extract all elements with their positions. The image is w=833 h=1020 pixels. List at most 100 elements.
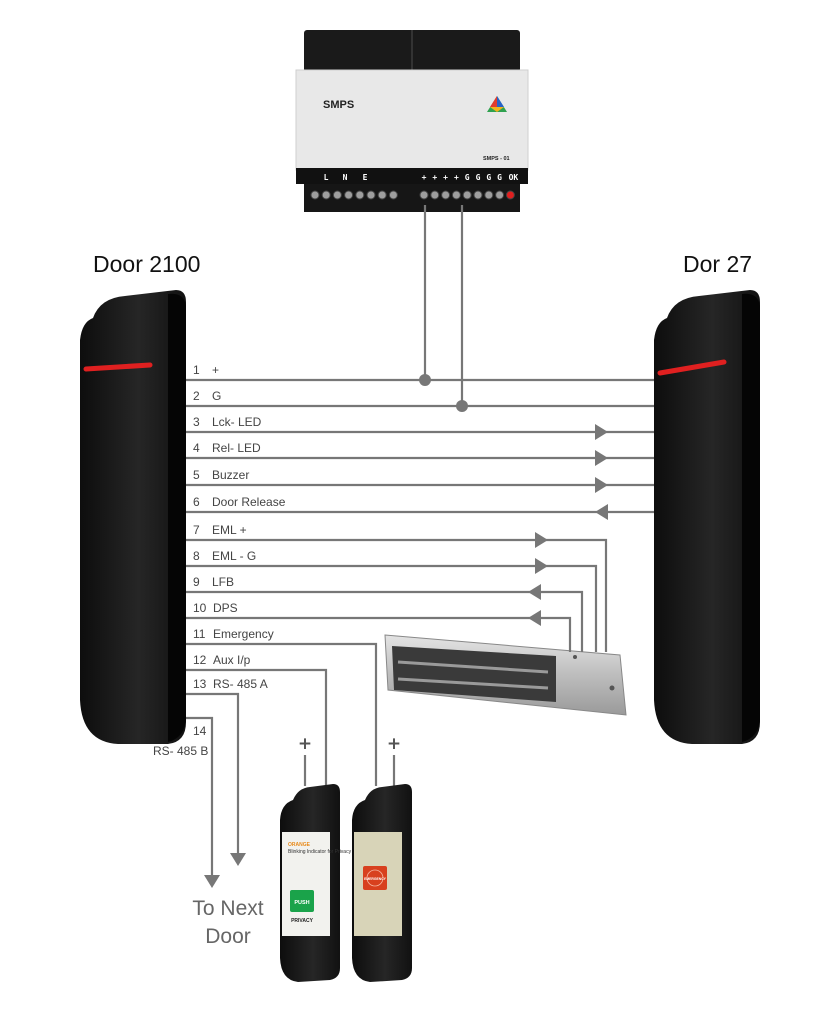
terminal-label: G [486, 173, 491, 182]
reader-right-title: Dor 27 [683, 251, 752, 277]
wire-label: Rel- LED [212, 441, 261, 455]
next-door-line2: Door [205, 925, 251, 948]
wire-label: Buzzer [212, 468, 249, 482]
emergency-switch: EMERGENCY [352, 784, 412, 982]
ok-indicator-led [505, 190, 515, 200]
wire-14 [186, 716, 214, 878]
terminal-screw [473, 190, 483, 200]
push-button[interactable] [290, 890, 314, 912]
wire-8-arrow [535, 558, 548, 574]
privacy-indicator-brand: ORANGE [288, 842, 311, 848]
smps-model: SMPS - 01 [483, 156, 510, 162]
terminal-label: G [476, 173, 481, 182]
terminal-label: N [343, 173, 348, 182]
wire-number: 1 [193, 363, 200, 377]
terminal-screw [355, 190, 365, 200]
smps-terminal-strip [296, 168, 528, 184]
next-door-line1: To Next [192, 897, 263, 920]
terminal-screw [430, 190, 440, 200]
terminal-label: E [363, 173, 368, 182]
terminal-screw [451, 190, 461, 200]
reader-right-body [654, 290, 760, 744]
reader-left-led [83, 362, 153, 372]
privacy-switch-plate [282, 832, 330, 936]
wire-12 [186, 668, 328, 786]
logo-icon [487, 96, 507, 112]
terminal-label: + [443, 173, 448, 182]
wire-label: Door Release [212, 495, 286, 509]
smps-label: SMPS [323, 99, 354, 111]
terminal-screw [462, 190, 472, 200]
terminal-screw [495, 190, 505, 200]
wire-5-arrow [595, 477, 608, 493]
wire-number: 3 [193, 415, 200, 429]
terminal-screw [332, 190, 342, 200]
terminal-screw [388, 190, 398, 200]
terminal-screw [310, 190, 320, 200]
wire-11 [186, 642, 378, 786]
wire-label: RS- 485 B [153, 744, 208, 758]
wire-number: 13 [193, 677, 207, 691]
emergency-button[interactable] [363, 866, 387, 890]
wire-2-junction [456, 400, 468, 412]
wire-9 [186, 590, 584, 652]
privacy-indicator-text: Blinking Indicator for Privacy Mode [288, 849, 365, 855]
wire-number: 5 [193, 468, 200, 482]
wire-label: LFB [212, 575, 234, 589]
terminal-label: + [454, 173, 459, 182]
wire-14-arrow [204, 875, 220, 888]
wire-label: Lck- LED [212, 415, 262, 429]
emergency-button-ring [366, 869, 384, 887]
wire-13 [186, 692, 240, 856]
wire-number: 4 [193, 441, 200, 455]
wire-number: 8 [193, 549, 200, 563]
wire-number: 10 [193, 601, 207, 615]
terminal-label: OK [509, 173, 519, 182]
wire-label: G [212, 389, 221, 403]
wire-13-arrow [230, 853, 246, 866]
wire-10 [186, 616, 572, 652]
wire-7 [186, 538, 608, 652]
reader-left-body [80, 290, 186, 744]
wire-7-arrow [535, 532, 548, 548]
wire-1-junction [419, 374, 431, 386]
wire-number: 11 [193, 627, 206, 641]
wire-number: 14 [193, 724, 207, 738]
wire-10-arrow [528, 610, 541, 626]
reader-right [654, 290, 760, 744]
wire-4-arrow [595, 450, 608, 466]
terminal-screw [484, 190, 494, 200]
emergency-button-label: EMERGENCY [364, 877, 387, 881]
wire-number: 7 [193, 523, 200, 537]
emergency-plus-label: + [387, 734, 401, 754]
reader-left [80, 290, 186, 744]
privacy-plus-label: + [298, 734, 312, 754]
terminal-screw [441, 190, 451, 200]
wire-label: EML - G [212, 549, 256, 563]
wire-label: + [212, 363, 219, 377]
wire-label: DPS [213, 601, 238, 615]
terminal-screw [321, 190, 331, 200]
terminal-label: G [465, 173, 470, 182]
terminal-label: G [497, 173, 502, 182]
terminal-label: + [432, 173, 437, 182]
terminal-screws-dc [419, 190, 515, 200]
wire-9-arrow [528, 584, 541, 600]
terminal-screws-ac [310, 190, 398, 200]
terminal-label: L [324, 173, 329, 182]
wiring [186, 205, 654, 888]
terminal-label: + [422, 173, 427, 182]
wire-number: 9 [193, 575, 200, 589]
wire-label: Emergency [213, 627, 274, 641]
wire-number: 6 [193, 495, 200, 509]
push-button-label: PUSH [294, 900, 309, 906]
wire-label: EML + [212, 523, 247, 537]
wire-label: RS- 485 A [213, 677, 268, 691]
wire-3-arrow [595, 424, 608, 440]
